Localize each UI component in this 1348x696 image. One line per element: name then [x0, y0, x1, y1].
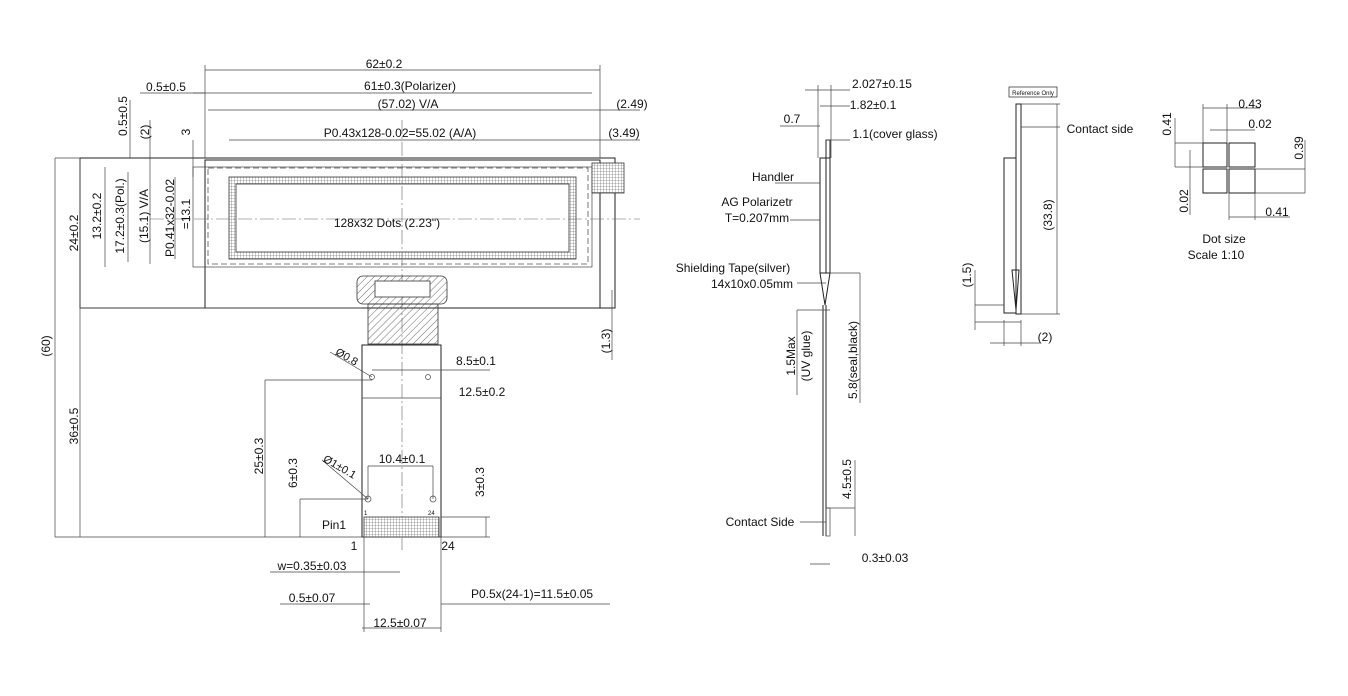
dim-pin-width: w=0.35±0.03 [277, 559, 347, 573]
label-shield-tape: Shielding Tape(silver) [676, 261, 791, 275]
side-view: 2.027±0.15 1.82±0.1 0.7 1.1(cover glass)… [676, 77, 938, 565]
fpc-neck [367, 303, 439, 345]
dim-va-height: (15.1) V/A [137, 189, 151, 243]
dim-right-small: (1.3) [599, 329, 613, 354]
reference-badge: Reference Only [1012, 91, 1054, 97]
dim-seal: 5.8(seal,black) [846, 321, 860, 399]
ref-contact-side: Contact side [1067, 122, 1134, 136]
dim-top-va: (2) [138, 125, 152, 140]
dim-glass-thickness: 1.82±0.1 [850, 98, 897, 112]
dim-right-aa: (3.49) [608, 126, 639, 140]
dot-c [1202, 168, 1228, 194]
dot-size-title: Dot size [1202, 232, 1246, 246]
side-cover-glass [825, 139, 831, 274]
dim-small-hole: Ø1±0.1 [321, 453, 358, 481]
ref-bottom-b: (2) [1038, 330, 1053, 344]
dim-pol-height-b: 17.2±0.3(Pol.) [113, 178, 127, 253]
display-resolution-label: 128x32 Dots (2.23") [334, 216, 440, 230]
dim-cover-glass: 1.1(cover glass) [852, 127, 937, 141]
reference-view: Reference Only Contact side (33.8) (1.5)… [960, 86, 1134, 346]
dot-b [1228, 142, 1256, 168]
dim-hole-diameter: Ø0.8 [333, 346, 360, 368]
dim-uv-glue-label: (UV glue) [799, 331, 813, 382]
dim-total-thickness: 2.027±0.15 [852, 77, 912, 91]
label-ag-polarizer: AG Polarizetr [721, 195, 792, 209]
polarizer-outline [192, 166, 593, 268]
dim-va-width: (57.02) V/A [378, 97, 439, 111]
side-panel [819, 157, 831, 274]
label-ag-thickness: T=0.207mm [725, 211, 789, 225]
dim-hole-spacing: 8.5±0.1 [456, 354, 496, 368]
dim-polarizer-width: 61±0.3(Polarizer) [364, 79, 456, 93]
dim-pol-height-a: 13.2±0.2 [90, 192, 104, 239]
dim-edge-pitch: 0.5±0.07 [289, 591, 336, 605]
dim-contact-length: 4.5±0.5 [840, 459, 854, 499]
pin-last-small: 24 [428, 511, 435, 517]
fpc-fingers [363, 516, 440, 538]
dim-height-total: 24±0.2 [67, 214, 81, 251]
ref-height: (33.8) [1041, 199, 1055, 230]
pin-first-small: 1 [364, 511, 368, 517]
front-view: 62±0.2 0.5±0.5 61±0.3(Polarizer) (57.02)… [39, 57, 648, 632]
dim-fpc-thickness: 0.3±0.03 [862, 551, 909, 565]
dot-a [1202, 142, 1228, 168]
dim-finger-width: 12.5±0.07 [373, 616, 427, 630]
dot-w-bottom: 0.41 [1265, 205, 1289, 219]
fpc-tail [361, 344, 442, 538]
fpc-hole-left [369, 374, 375, 380]
active-area-inner [235, 183, 570, 253]
dim-top-aa: 3 [179, 128, 193, 135]
label-contact-side: Contact Side [726, 515, 795, 529]
dim-hole-height: 6±0.3 [286, 458, 300, 488]
dot-h-left: 0.41 [1160, 112, 1174, 136]
pin1-label: Pin1 [322, 518, 346, 532]
dim-right-va: (2.49) [616, 97, 647, 111]
dim-aa-width: P0.43x128-0.02=55.02 (A/A) [324, 126, 476, 140]
dim-uv-glue: 1.5Max [784, 336, 798, 375]
dot-size-detail: 0.43 0.02 0.41 0.39 0.02 0.41 Dot size S… [1160, 97, 1306, 262]
dim-fpc-length: 36±0.5 [67, 407, 81, 444]
reference-badge-box [1008, 86, 1058, 98]
dim-hole-spacing-b: 10.4±0.1 [379, 452, 426, 466]
pin-last-label: 24 [441, 539, 455, 553]
dim-overall-width: 62±0.2 [366, 57, 403, 71]
label-handler: Handler [752, 170, 794, 184]
dot-h-right: 0.39 [1292, 136, 1306, 160]
fpc-hole-right [425, 374, 431, 380]
dim-aa-height-value: =13.1 [179, 198, 193, 229]
dot-gap-top: 0.02 [1248, 117, 1272, 131]
dim-fpc-width: 12.5±0.2 [459, 385, 506, 399]
fpc-connector-inner [374, 280, 431, 298]
dot-size-scale: Scale 1:10 [1188, 248, 1245, 262]
viewing-area [207, 167, 589, 265]
dim-pitch-total: P0.5x(24-1)=11.5±0.05 [471, 587, 593, 601]
dim-finger-height: 3±0.3 [473, 467, 487, 497]
side-seal [819, 272, 831, 306]
label-shield-size: 14x10x0.05mm [711, 277, 793, 291]
dot-gap-left: 0.02 [1177, 189, 1191, 213]
ref-flex [1003, 157, 1017, 314]
dim-fpc-length-b: 25±0.3 [252, 437, 266, 474]
dot-d [1228, 168, 1256, 194]
dim-edge-offset: 0.5±0.5 [146, 80, 186, 94]
ref-bottom-a: (1.5) [960, 263, 974, 288]
pin-first-label: 1 [351, 539, 358, 553]
dim-aa-height: P0.41x32-0.02 [163, 179, 177, 257]
dim-top-offset: 0.5±0.5 [116, 96, 130, 136]
dim-left-offset: 0.7 [784, 112, 801, 126]
corner-tab [591, 162, 625, 194]
dot-w-top: 0.43 [1238, 97, 1262, 111]
dim-overall-length: (60) [39, 335, 53, 356]
